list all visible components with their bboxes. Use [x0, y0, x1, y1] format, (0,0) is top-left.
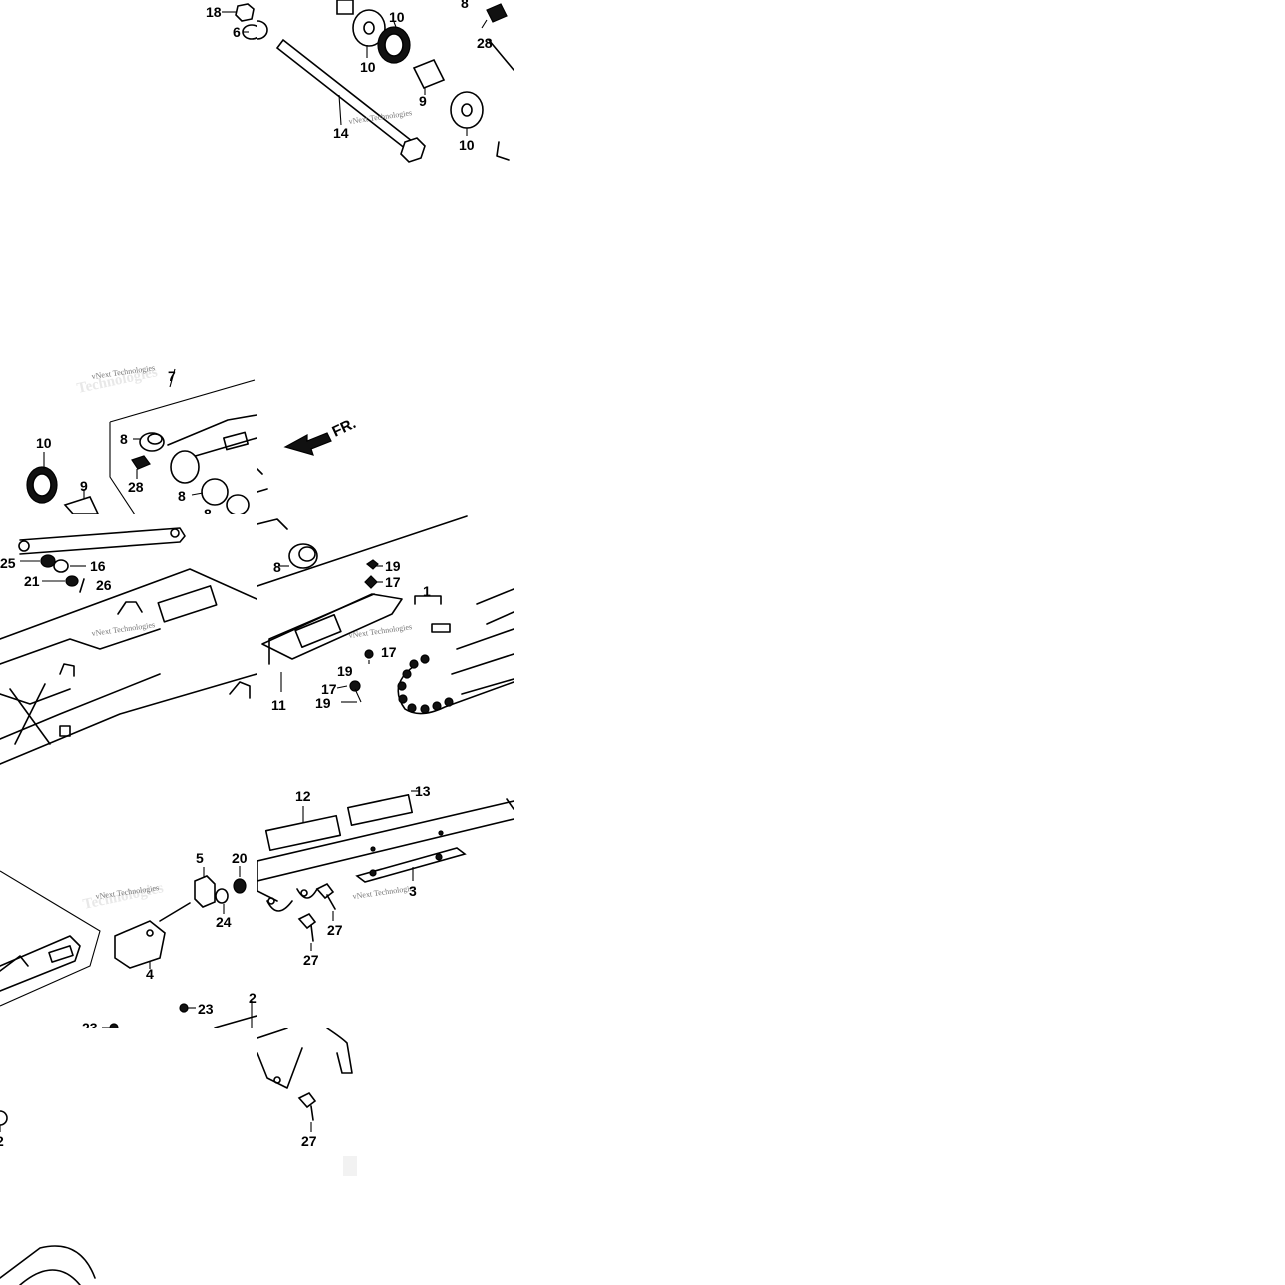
callout: 19 [385, 558, 401, 574]
callout: 27 [301, 1133, 317, 1149]
callout: 8 [178, 488, 186, 504]
callout: 27 [327, 922, 343, 938]
callout: 16 [90, 558, 106, 574]
callout: 12 [295, 788, 311, 804]
decal-13 [347, 793, 413, 827]
front-arrow-icon [283, 432, 332, 456]
diagram-tile-chain-and-guard: vNext Technologies 8 19 17 1 17 19 17 19… [257, 515, 514, 715]
front-direction-label: FR. [330, 415, 359, 441]
callout: 9 [80, 478, 88, 494]
callout: 10 [389, 9, 405, 25]
callout: 14 [333, 125, 349, 141]
diagram-tile-chain-slider: vNext Technologies 13 12 3 27 27 [257, 783, 514, 968]
callout: 10 [36, 435, 52, 451]
callout: 20 [232, 850, 248, 866]
bearing-8 [201, 478, 229, 506]
callout: 23 [198, 1001, 214, 1017]
diagram-tile-swingarm-bearings: Technologies vNext Technologies 7 10 8 2… [26, 363, 257, 522]
adjuster-plate-5 [194, 875, 216, 908]
chain-guide-bar [19, 527, 186, 555]
watermark-text: vNext Technologies [91, 620, 156, 638]
spacer-9 [412, 58, 446, 90]
callout: 21 [24, 573, 40, 589]
callout: 8 [204, 506, 212, 522]
watermark-text: vNext Technologies [348, 622, 413, 640]
callout: 2 [0, 1133, 4, 1149]
callout: 18 [206, 4, 222, 20]
diagram-tile-pivot-bolt: 10 10 9 14 10 8 28 vNext Technologies [257, 0, 514, 163]
callout: 10 [360, 59, 376, 75]
callout: 26 [96, 577, 112, 593]
watermark-text: vNext Technologies [352, 883, 417, 901]
callout: 10 [459, 137, 475, 153]
callout: 19 [337, 663, 353, 679]
callout: 13 [415, 783, 431, 799]
callout: 17 [385, 574, 401, 590]
diagram-tile-chain-adjuster: Technologies vNext Technologies 5 20 [0, 850, 257, 1036]
callout: 9 [419, 93, 427, 109]
diagram-tile-lower-left: 2 [0, 1110, 96, 1285]
decal-12 [264, 814, 342, 852]
bolt-head-18 [235, 3, 255, 22]
callout: 15 [262, 63, 278, 79]
diagram-tile-lower-right: 27 [257, 1028, 357, 1176]
callout: 28 [477, 35, 493, 51]
callout: 11 [271, 697, 286, 713]
callout: 25 [0, 555, 16, 571]
diagram-tile-swingarm-pivot-bolt-head: 18 6 15 [206, 3, 278, 79]
diagram-tile-swingarm-body: vNext Technologies 25 16 21 26 [0, 527, 257, 765]
callout: 4 [146, 966, 154, 982]
callout: 2 [249, 990, 257, 1006]
callout: 1 [423, 583, 431, 599]
callout: 19 [315, 695, 331, 711]
callout: 3 [409, 883, 417, 899]
callout: 6 [233, 24, 241, 40]
callout: 8 [461, 0, 469, 11]
callout: 27 [303, 952, 319, 968]
callout: 28 [128, 479, 144, 495]
callout: 24 [216, 914, 232, 930]
callout: 8 [273, 559, 281, 575]
diagram-tile-front-arrow: FR. [257, 415, 359, 493]
callout: 8 [120, 431, 128, 447]
callout: 5 [196, 850, 204, 866]
callout: 17 [321, 681, 337, 697]
adjuster-block-4 [114, 920, 166, 969]
callout: 23 [82, 1020, 98, 1036]
callout: 7 [168, 368, 176, 384]
callout: 17 [381, 644, 397, 660]
